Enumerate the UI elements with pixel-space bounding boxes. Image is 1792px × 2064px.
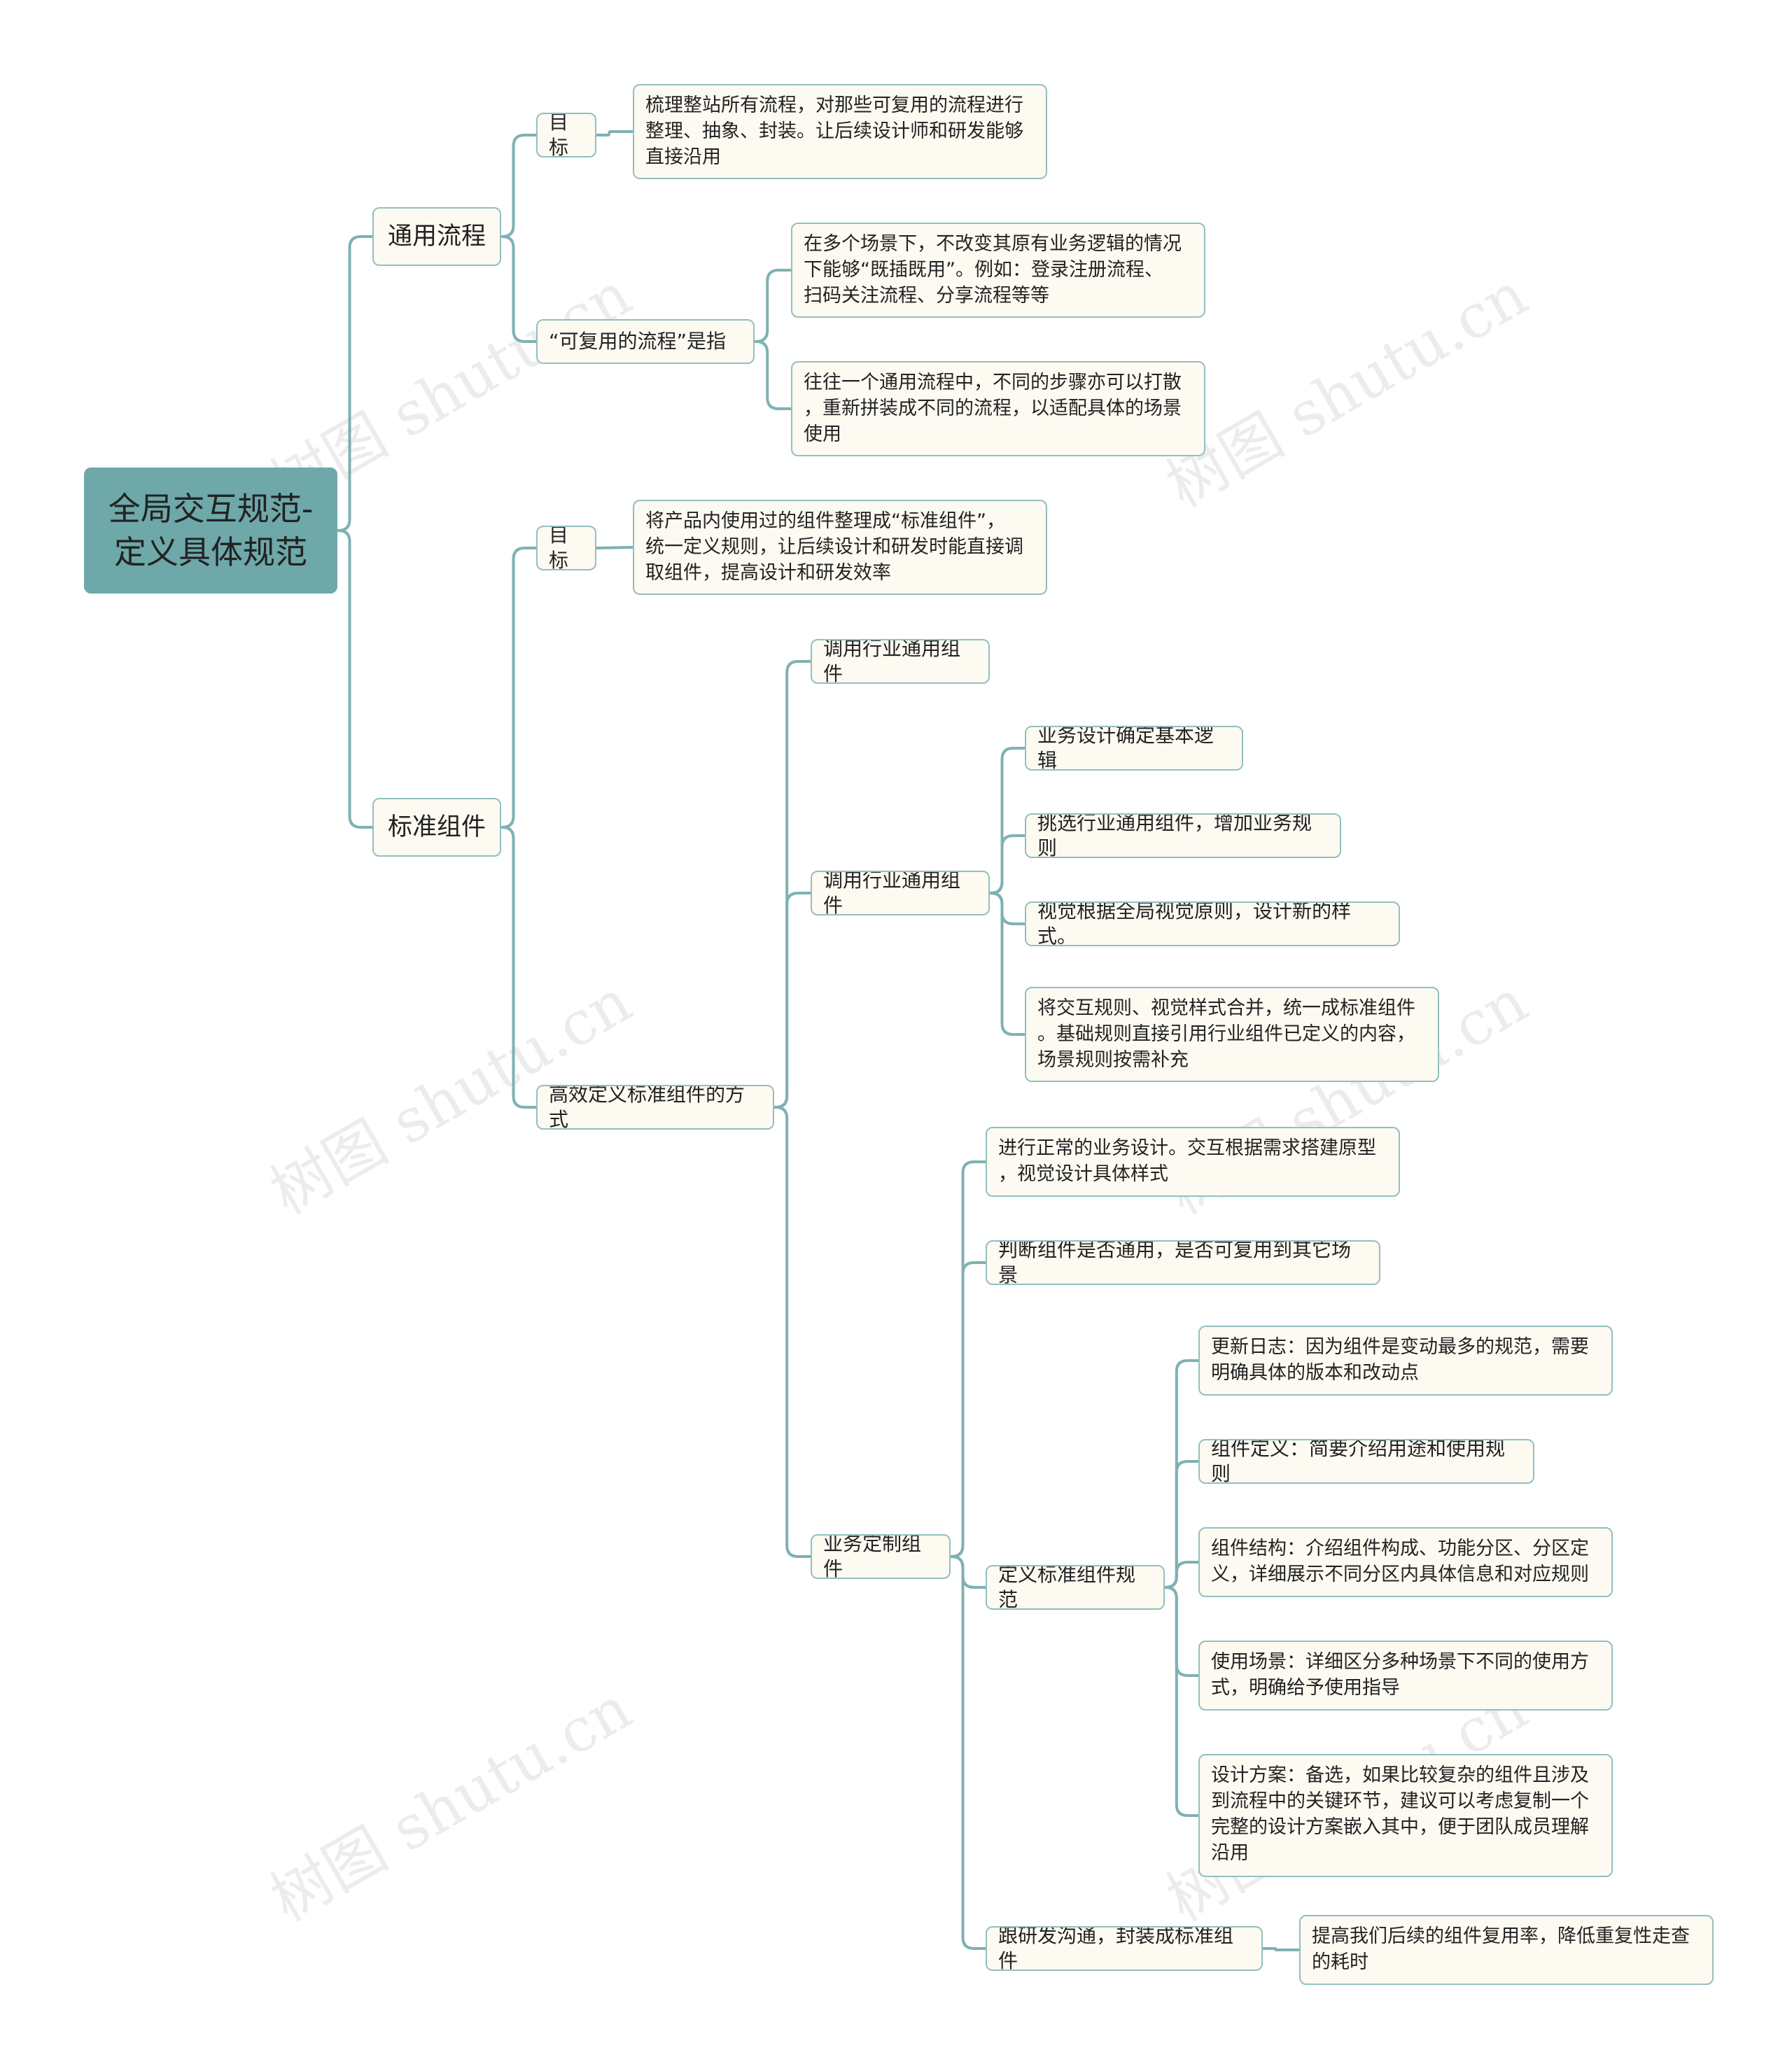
connector-line — [990, 747, 1025, 894]
connector-line — [1165, 1586, 1198, 1677]
method-industry-component[interactable]: 调用行业通用组件 — [811, 639, 990, 684]
step-item[interactable]: 将交互规则、视觉样式合并，统一成标准组件 。基础规则直接引用行业组件已定义的内容… — [1025, 987, 1439, 1082]
step-item[interactable]: 判断组件是否通用，是否可复用到其它场景 — [986, 1240, 1380, 1285]
spec-item-changelog[interactable]: 更新日志：因为组件是变动最多的规范，需要 明确具体的版本和改动点 — [1198, 1326, 1613, 1396]
reusable-flow-item[interactable]: 在多个场景下，不改变其原有业务逻辑的情况 下能够“既插既用”。例如：登录注册流程… — [791, 223, 1205, 318]
encapsulate-detail[interactable]: 提高我们后续的组件复用率，降低重复性走查 的耗时 — [1299, 1915, 1714, 1985]
method-industry-component[interactable]: 调用行业通用组件 — [811, 871, 990, 915]
efficient-definition-methods[interactable]: 高效定义标准组件的方式 — [536, 1085, 774, 1130]
connector-line — [501, 134, 536, 238]
goal-node[interactable]: 目标 — [536, 526, 596, 570]
connector-line — [774, 892, 811, 1109]
goal-detail[interactable]: 梳理整站所有流程，对那些可复用的流程进行 整理、抽象、封装。让后续设计师和研发能… — [633, 84, 1047, 179]
branch-common-flow[interactable]: 通用流程 — [372, 207, 501, 266]
root-topic[interactable]: 全局交互规范- 定义具体规范 — [84, 468, 337, 594]
encapsulate-node[interactable]: 跟研发沟通，封装成标准组件 — [986, 1926, 1263, 1971]
spec-item-scenarios[interactable]: 使用场景：详细区分多种场景下不同的使用方 式，明确给予使用指导 — [1198, 1641, 1613, 1711]
connector-line — [990, 892, 1025, 925]
connector-line — [951, 1261, 986, 1558]
reusable-flow-definition[interactable]: “可复用的流程”是指 — [536, 319, 755, 364]
spec-item-design-plan[interactable]: 设计方案：备选，如果比较复杂的组件且涉及 到流程中的关键环节，建议可以考虑复制一… — [1198, 1754, 1613, 1877]
connector-line — [774, 1106, 811, 1558]
step-item[interactable]: 挑选行业通用组件，增加业务规则 — [1025, 813, 1341, 858]
connector-line — [1165, 1359, 1198, 1589]
connector-line — [501, 547, 536, 829]
connector-line — [990, 834, 1025, 894]
branch-standard-components[interactable]: 标准组件 — [372, 798, 501, 857]
define-spec-node[interactable]: 定义标准组件规范 — [986, 1565, 1165, 1610]
spec-item-structure[interactable]: 组件结构：介绍组件构成、功能分区、分区定 义，详细展示不同分区内具体信息和对应规… — [1198, 1527, 1613, 1597]
connector-line — [1165, 1460, 1198, 1589]
connector-line — [337, 235, 372, 532]
connector-line — [774, 660, 811, 1109]
connector-line — [596, 130, 633, 136]
connector-line — [1165, 1561, 1198, 1589]
connector-line — [755, 340, 791, 410]
connector-line — [337, 529, 372, 829]
step-item[interactable]: 视觉根据全局视觉原则，设计新的样式。 — [1025, 901, 1400, 946]
connector-line — [501, 235, 536, 343]
goal-node[interactable]: 目标 — [536, 113, 596, 157]
connector-line — [501, 826, 536, 1109]
connector-line — [951, 1555, 986, 1589]
connector-line — [951, 1555, 986, 1950]
connector-line — [990, 892, 1025, 1036]
method-custom-component[interactable]: 业务定制组件 — [811, 1534, 951, 1579]
connector-line — [596, 546, 634, 549]
connector-line — [1165, 1586, 1198, 1817]
step-item[interactable]: 业务设计确定基本逻辑 — [1025, 726, 1243, 771]
step-item[interactable]: 进行正常的业务设计。交互根据需求搭建原型 ，视觉设计具体样式 — [986, 1127, 1400, 1197]
connector-line — [755, 269, 791, 343]
reusable-flow-item[interactable]: 往往一个通用流程中，不同的步骤亦可以打散 ，重新拼装成不同的流程，以适配具体的场… — [791, 361, 1205, 456]
connector-line — [1263, 1947, 1299, 1951]
spec-item-definition[interactable]: 组件定义：简要介绍用途和使用规则 — [1198, 1439, 1534, 1484]
connector-line — [951, 1160, 986, 1558]
goal-detail[interactable]: 将产品内使用过的组件整理成“标准组件”， 统一定义规则，让后续设计和研发时能直接… — [633, 500, 1047, 595]
